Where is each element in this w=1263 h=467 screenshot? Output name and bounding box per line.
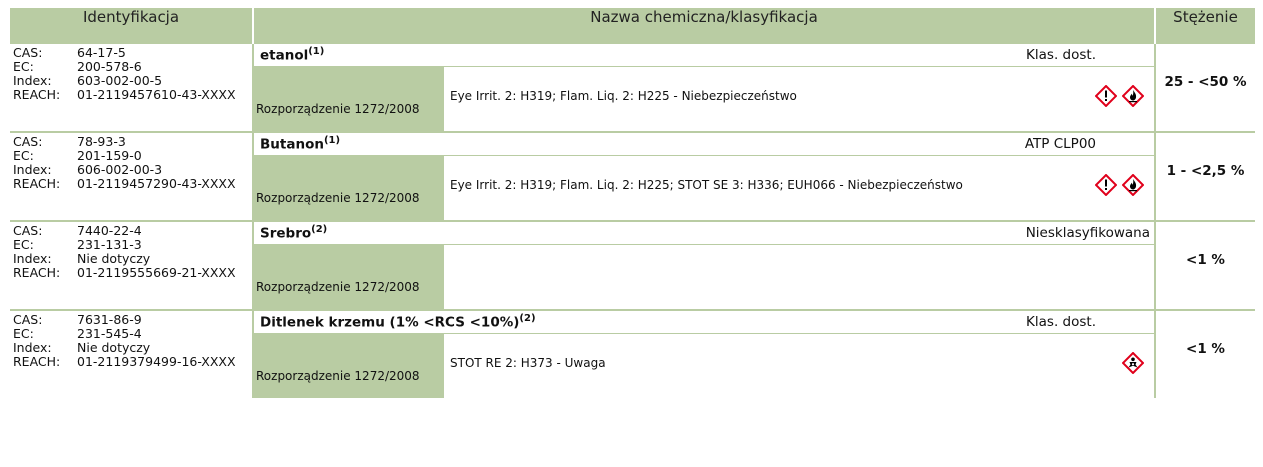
reach-label: REACH: — [13, 87, 61, 102]
flame-icon — [1122, 174, 1144, 196]
concentration-cell: 25 - <50 % — [1154, 42, 1255, 132]
cas-value: 7631-86-9 — [77, 312, 142, 327]
reach-value: 01-2119379499-16-XXXX — [77, 354, 236, 369]
table-row: CAS: 78-93-3 EC: 201-159-0 Index: 606-002-0… — [10, 131, 1255, 221]
header-identification: Identyfikacja — [10, 8, 254, 43]
composition-table: Identyfikacja Nazwa chemiczna/klasyfikac… — [10, 8, 1255, 398]
health-hazard-icon — [1122, 352, 1144, 374]
footnote-ref: (2) — [519, 313, 536, 325]
ec-label: EC: — [13, 237, 34, 252]
chemical-name: Butanon(1) — [260, 135, 341, 153]
index-label: Index: — [13, 162, 52, 177]
reach-value: 01-2119457610-43-XXXX — [77, 87, 236, 102]
reach-label: REACH: — [13, 265, 61, 280]
exclamation-icon — [1095, 85, 1117, 107]
cas-value: 78-93-3 — [77, 134, 126, 149]
footnote-ref: (1) — [308, 46, 325, 58]
table-header-row: Identyfikacja Nazwa chemiczna/klasyfikac… — [10, 8, 1255, 43]
reach-label: REACH: — [13, 354, 61, 369]
header-concentration: Stężenie — [1155, 8, 1255, 43]
flame-icon — [1122, 85, 1144, 107]
identification-cell: CAS: 7440-22-4 EC: 231-131-3 Index: Nie dot… — [10, 220, 254, 310]
index-value: Nie dotyczy — [77, 251, 151, 266]
hazard-statement: Eye Irrit. 2: H319; Flam. Liq. 2: H225; … — [450, 178, 963, 192]
classification-cell: Butanon(1) ATP CLP00 Rozporządzenie 1272… — [253, 131, 1155, 221]
regulation-label: Rozporządzenie 1272/2008 — [254, 67, 444, 131]
regulation-label: Rozporządzenie 1272/2008 — [254, 334, 444, 398]
exclamation-icon — [1095, 174, 1117, 196]
classification-type: ATP CLP00 — [1024, 136, 1096, 152]
footnote-ref: (1) — [323, 135, 341, 147]
ec-label: EC: — [13, 148, 34, 163]
classification-cell: Ditlenek krzemu (1% <RCS <10%)(2) Klas. … — [253, 309, 1155, 398]
ec-value: 200-578-6 — [77, 59, 142, 74]
cas-label: CAS: — [13, 134, 43, 149]
regulation-label: Rozporządzenie 1272/2008 — [254, 156, 444, 220]
reach-value: 01-2119457290-43-XXXX — [77, 176, 236, 191]
concentration-cell: <1 % — [1154, 309, 1255, 398]
cas-value: 7440-22-4 — [77, 223, 142, 238]
ec-value: 201-159-0 — [77, 148, 142, 163]
regulation-label: Rozporządzenie 1272/2008 — [254, 245, 444, 309]
ec-value: 231-545-4 — [77, 326, 142, 341]
ec-value: 231-131-3 — [77, 237, 142, 252]
concentration-cell: 1 - <2,5 % — [1154, 131, 1255, 221]
table-row: CAS: 7440-22-4 EC: 231-131-3 Index: Nie dot… — [10, 220, 1255, 310]
classification-type: Niesklasyfikowana — [1025, 225, 1150, 241]
table-row: CAS: 64-17-5 EC: 200-578-6 Index: 603-002-0… — [10, 42, 1255, 132]
header-chemical-name: Nazwa chemiczna/klasyfikacja — [253, 8, 1156, 43]
cas-value: 64-17-5 — [77, 45, 126, 60]
classification-type: Klas. dost. — [1026, 47, 1096, 63]
index-value: 606-002-00-3 — [77, 162, 163, 177]
classification-type: Klas. dost. — [1026, 314, 1096, 330]
cas-label: CAS: — [13, 223, 43, 238]
index-label: Index: — [13, 251, 52, 266]
classification-cell: Srebro(2) Niesklasyfikowana Rozporządzen… — [253, 220, 1155, 310]
chemical-name: Srebro(2) — [260, 224, 328, 242]
index-value: 603-002-00-5 — [77, 73, 163, 88]
hazard-statement: STOT RE 2: H373 - Uwaga — [450, 356, 606, 370]
ec-label: EC: — [13, 326, 34, 341]
index-value: Nie dotyczy — [77, 340, 151, 355]
footnote-ref: (2) — [311, 224, 328, 236]
hazard-statement: Eye Irrit. 2: H319; Flam. Liq. 2: H225 -… — [450, 89, 797, 103]
identification-cell: CAS: 78-93-3 EC: 201-159-0 Index: 606-002-0… — [10, 131, 254, 221]
index-label: Index: — [13, 340, 52, 355]
index-label: Index: — [13, 73, 52, 88]
chemical-name: etanol(1) — [260, 46, 325, 64]
classification-cell: etanol(1) Klas. dost. Rozporządzenie 127… — [253, 42, 1155, 132]
identification-cell: CAS: 64-17-5 EC: 200-578-6 Index: 603-002-0… — [10, 42, 254, 132]
ec-label: EC: — [13, 59, 34, 74]
table-row: CAS: 7631-86-9 EC: 231-545-4 Index: Nie dot… — [10, 309, 1255, 398]
reach-label: REACH: — [13, 176, 61, 191]
cas-label: CAS: — [13, 45, 43, 60]
reach-value: 01-2119555669-21-XXXX — [77, 265, 236, 280]
cas-label: CAS: — [13, 312, 43, 327]
identification-cell: CAS: 7631-86-9 EC: 231-545-4 Index: Nie dot… — [10, 309, 254, 398]
concentration-cell: <1 % — [1154, 220, 1255, 310]
chemical-name: Ditlenek krzemu (1% <RCS <10%)(2) — [260, 313, 536, 331]
